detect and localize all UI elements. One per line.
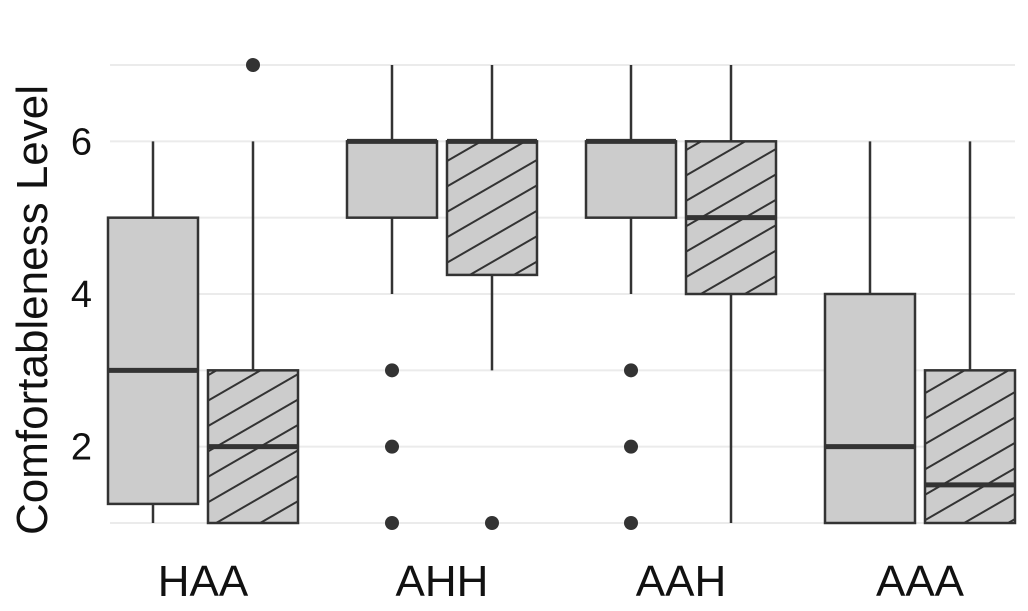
- x-category-label: AAH: [636, 557, 726, 606]
- plot-area: [106, 58, 1017, 530]
- outlier-point: [624, 516, 638, 530]
- outlier-point: [246, 58, 260, 72]
- box-solid: [823, 292, 917, 525]
- box-solid: [584, 140, 678, 219]
- outlier-point: [485, 516, 499, 530]
- y-axis-title: Comfortableness Level: [8, 85, 57, 535]
- y-tick-label: 4: [71, 274, 92, 316]
- box-group-haa: [106, 58, 300, 525]
- outlier-point: [385, 516, 399, 530]
- box-solid: [345, 140, 439, 219]
- outlier-point: [385, 363, 399, 378]
- box-hatched: [923, 369, 1017, 525]
- outlier-point: [624, 439, 638, 454]
- x-axis-labels: HAA AHH AAH AAA: [158, 557, 965, 606]
- outlier-point: [624, 363, 638, 378]
- y-tick-label: 6: [71, 121, 92, 163]
- outlier-point: [385, 439, 399, 454]
- y-axis-ticks: 2 4 6: [71, 121, 92, 468]
- x-category-label: AAA: [876, 557, 965, 606]
- x-category-label: HAA: [158, 557, 249, 606]
- y-tick-label: 2: [71, 427, 92, 469]
- box-group-ahh: [345, 65, 539, 530]
- box-solid: [106, 216, 200, 506]
- x-category-label: AHH: [396, 557, 489, 606]
- box-group-aah: [584, 65, 778, 530]
- box-group-aaa: [823, 141, 1017, 525]
- box-hatched: [445, 140, 539, 277]
